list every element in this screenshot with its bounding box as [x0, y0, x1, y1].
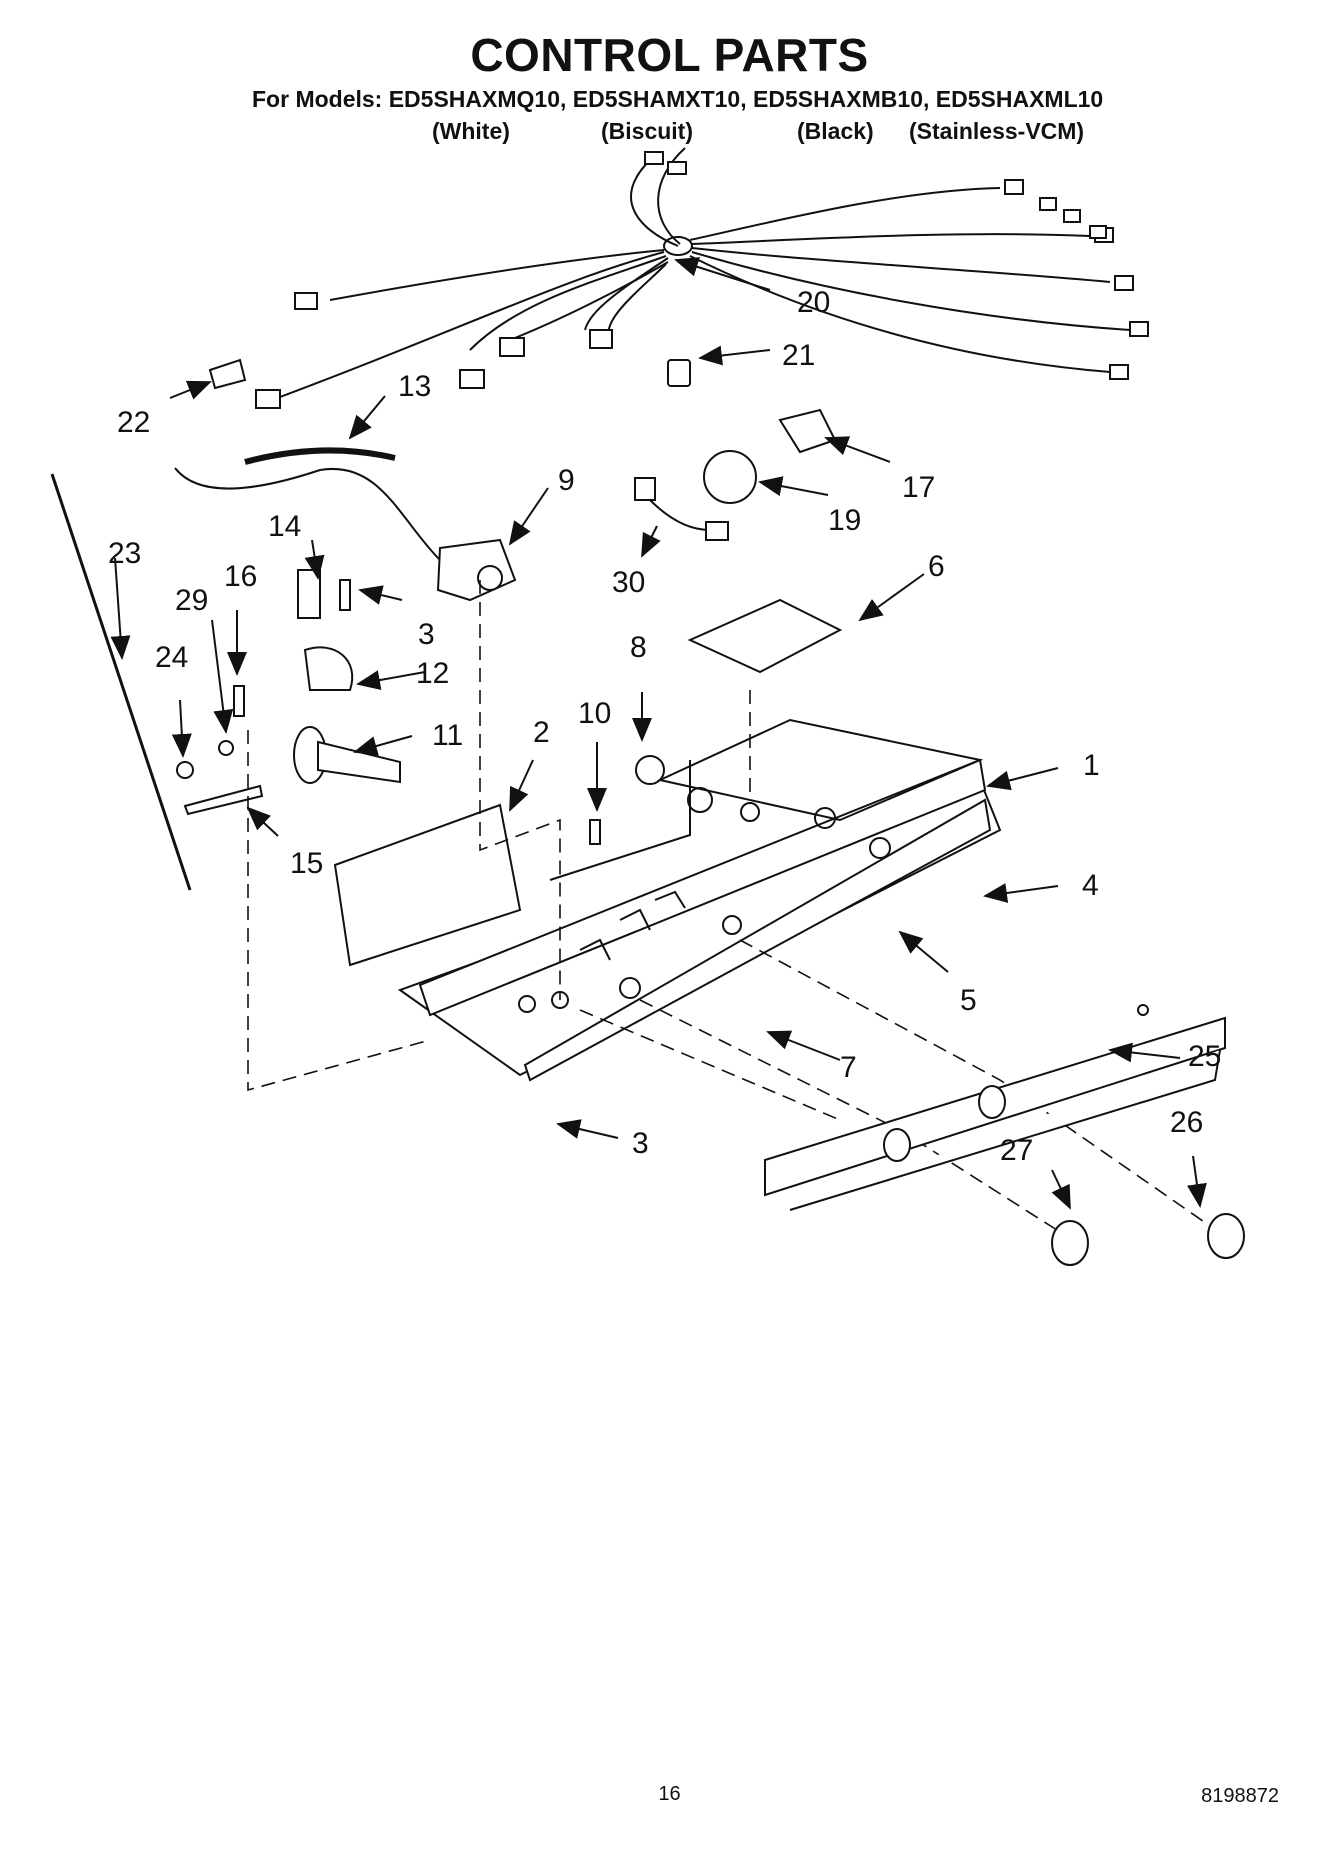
- callout-9: 9: [558, 464, 575, 497]
- callout-7: 7: [840, 1051, 857, 1084]
- callout-8: 8: [630, 631, 647, 664]
- callout-23: 23: [108, 537, 141, 570]
- callout-4: 4: [1082, 869, 1099, 902]
- callout-14: 14: [268, 510, 301, 543]
- callout-27: 27: [1000, 1134, 1033, 1167]
- callout-13: 13: [398, 370, 431, 403]
- callout-15: 15: [290, 847, 323, 880]
- page-title: CONTROL PARTS: [470, 29, 869, 81]
- callout-10: 10: [578, 697, 611, 730]
- callout-30: 30: [612, 566, 645, 599]
- callout-12: 12: [416, 657, 449, 690]
- callout-17: 17: [902, 471, 935, 504]
- callout-labels: 20 21 22 13 17 19 9 14 3 16 29 23 24 12 …: [108, 286, 1221, 1167]
- callout-5: 5: [960, 984, 977, 1017]
- callout-19: 19: [828, 504, 861, 537]
- callout-2: 2: [533, 716, 550, 749]
- callout-20: 20: [797, 286, 830, 319]
- variant-black: (Black): [797, 118, 874, 144]
- callout-21: 21: [782, 339, 815, 372]
- callout-22: 22: [117, 406, 150, 439]
- variant-stainless: (Stainless-VCM): [909, 118, 1085, 144]
- control-housing: [333, 718, 1002, 1082]
- callout-6: 6: [928, 550, 945, 583]
- callout-26: 26: [1170, 1106, 1203, 1139]
- models-line: For Models: ED5SHAXMQ10, ED5SHAMXT10, ED…: [252, 86, 1104, 112]
- leader-arrows: [110, 257, 1207, 1210]
- callout-3-upper: 3: [418, 618, 435, 651]
- page-number: 16: [658, 1783, 681, 1805]
- callout-24: 24: [155, 641, 188, 674]
- small-parts: [50, 358, 843, 891]
- callout-29: 29: [175, 584, 208, 617]
- callout-25: 25: [1188, 1040, 1221, 1073]
- callout-16: 16: [224, 560, 257, 593]
- callout-11: 11: [432, 719, 463, 752]
- wire-harness: [255, 147, 1149, 409]
- callout-3-lower: 3: [632, 1127, 649, 1160]
- variant-white: (White): [432, 118, 510, 144]
- variant-biscuit: (Biscuit): [601, 118, 693, 144]
- document-number: 8198872: [1201, 1785, 1279, 1807]
- alignment-lines: [247, 580, 1211, 1233]
- callout-1: 1: [1083, 749, 1100, 782]
